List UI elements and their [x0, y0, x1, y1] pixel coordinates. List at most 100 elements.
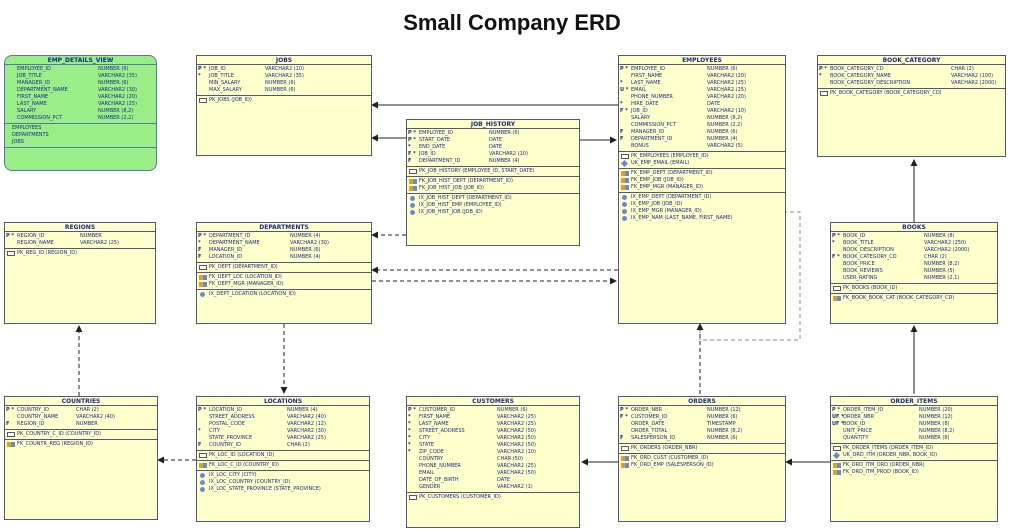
- uk-row: UK_EMP_EMAIL (EMAIL): [619, 159, 785, 168]
- fk-row: FK_EMP_JOB (JOB_ID): [619, 177, 785, 184]
- column-type: VARCHAR2 (50): [497, 428, 536, 434]
- column-type: VARCHAR2 (50): [497, 435, 536, 441]
- keys-section: PK_CUSTOMERS (CUSTOMER_ID): [407, 493, 579, 502]
- column-name: ZIP_CODE: [419, 449, 444, 455]
- constraint-text: PK_BOOKS (BOOK_ID): [843, 285, 898, 291]
- column-name: CUSTOMER_ID: [631, 414, 668, 420]
- column-name: COUNTRY: [419, 456, 444, 462]
- column-type: VARCHAR2 (25): [497, 421, 536, 427]
- column-name: DEPARTMENT_ID: [419, 158, 461, 164]
- foreign-key-icon: [621, 178, 629, 183]
- column-type: VARCHAR2 (20): [98, 94, 137, 100]
- column-name: DEPARTMENT_NAME: [17, 87, 68, 93]
- column-name: BOOK_ID: [843, 421, 866, 427]
- column-flag: F: [198, 254, 202, 260]
- column-name: POSTAL_CODE: [209, 421, 245, 427]
- column-flag: P *: [408, 137, 417, 143]
- column-name: ORDER_NBR: [843, 414, 875, 420]
- column-flag: *: [408, 435, 411, 441]
- column-flag: *: [408, 449, 411, 455]
- index-icon: [622, 209, 627, 214]
- column-name: LAST_NAME: [17, 101, 47, 107]
- column-name: BOOK_PRICE: [843, 261, 875, 267]
- column-type: VARCHAR2 (35): [265, 73, 304, 79]
- column-type: NUMBER (8,2): [924, 261, 960, 267]
- column-flag: F: [6, 421, 10, 427]
- column-name: SALARY: [17, 108, 37, 114]
- column-name: LOCATION_ID: [209, 254, 243, 260]
- column-type: NUMBER (6): [98, 80, 129, 86]
- constraint-text: FK_LOC_C_ID (COUNTRY_ID): [209, 462, 279, 468]
- foreign-key-icon: [199, 275, 207, 280]
- column-name: STREET_ADDRESS: [419, 428, 465, 434]
- primary-key-icon: [7, 432, 15, 437]
- column-type: NUMBER (4): [290, 233, 321, 239]
- column-flag: F *: [620, 414, 628, 420]
- column-flag: P *: [620, 66, 629, 72]
- column-flag: F *: [408, 151, 416, 157]
- column-name: STREET_ADDRESS: [209, 414, 255, 420]
- column-name: MANAGER_ID: [631, 129, 665, 135]
- foreign-key-icon: [621, 171, 629, 176]
- entity-name: EMPLOYEES: [619, 56, 785, 65]
- primary-key-icon: [820, 91, 828, 96]
- entity-name: EMP_DETAILS_VIEW: [5, 56, 156, 65]
- column-name: ORDER_TOTAL: [631, 428, 668, 434]
- column-flag: P *: [6, 233, 15, 239]
- column-name: FIRST_NAME: [17, 94, 49, 100]
- column-name: BONUS: [631, 143, 649, 149]
- column-name: JOB_TITLE: [209, 73, 234, 79]
- foreign-key-icon: [199, 463, 207, 468]
- column-flag: F: [620, 136, 624, 142]
- ix-row: IX_LOC_STATE_PROVINCE (STATE_PROVINCE): [197, 486, 369, 493]
- constraint-text: PK_REG_ID (REGION_ID): [17, 250, 78, 256]
- ix-row: IX_EMP_MGR (MANAGER_ID): [619, 208, 785, 215]
- column-type: NUMBER (4): [287, 407, 318, 413]
- column-name: STATE: [419, 442, 435, 448]
- constraint-text: IX_JOB_HIST_EMP (EMPLOYEE_ID): [419, 202, 502, 208]
- column-type: NUMBER (8,2): [919, 428, 955, 434]
- column-flag: *: [620, 80, 623, 86]
- constraint-text: PK_LOC_ID (LOCATION_ID): [209, 452, 275, 458]
- keys-section: PK_BOOK_CATEGORY (BOOK_CATEGORY_CD): [818, 89, 1005, 98]
